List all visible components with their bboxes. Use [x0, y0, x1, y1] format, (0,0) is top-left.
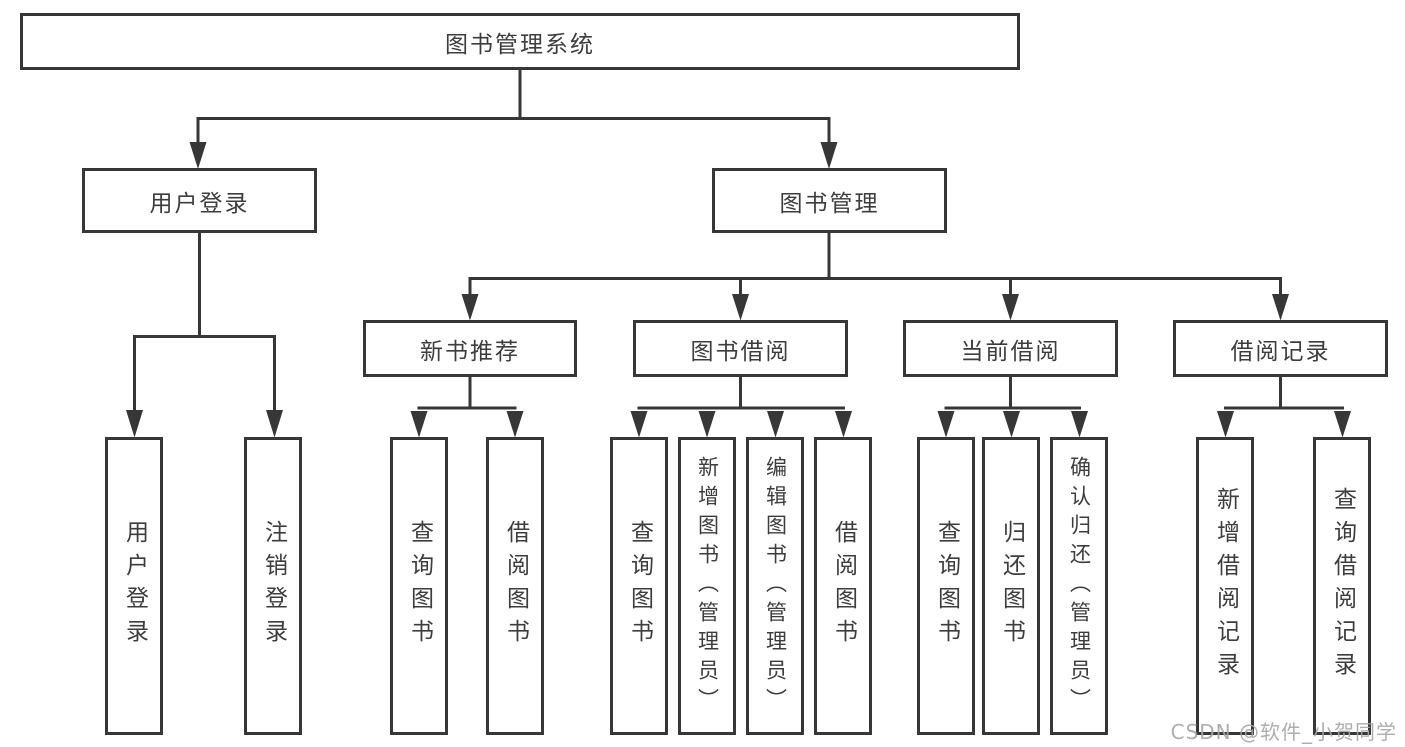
node-borrowing-records: 借阅记录: [1173, 320, 1388, 377]
arrowhead-br-query-record: [1334, 411, 1351, 438]
leaf-cb-return-books: 归还图书: [982, 437, 1040, 735]
arrowhead-br-add-record: [1217, 411, 1234, 438]
node-user-login: 用户登录: [82, 168, 317, 233]
leaf-bb-query-books: 查询图书: [610, 437, 668, 735]
arrowhead-cb-return-books: [1003, 411, 1020, 438]
arrowhead-cb-confirm-return: [1071, 411, 1088, 438]
node-new-book-recommend: 新书推荐: [363, 320, 577, 377]
connector-borrowing-records: [1224, 377, 1344, 410]
node-library-management-system: 图书管理系统: [20, 13, 1020, 70]
arrowhead-to-new-book-recommend: [461, 294, 479, 321]
node-book-management: 图书管理: [712, 168, 947, 233]
leaf-br-query-borrow-record: 查询借阅记录: [1313, 437, 1371, 735]
arrowhead-cb-query-books: [937, 411, 955, 438]
leaf-user-login: 用户登录: [105, 437, 163, 735]
leaf-bb-edit-books-admin: 编辑图书（管理员）: [746, 437, 804, 735]
leaf-bb-add-books-admin: 新增图书（管理员）: [678, 437, 736, 735]
leaf-br-add-borrow-record: 新增借阅记录: [1196, 437, 1254, 735]
node-book-borrowing: 图书借阅: [633, 320, 848, 377]
arrowhead-to-leaf-logout: [266, 410, 283, 438]
connector-current-borrowing: [944, 377, 1081, 410]
connector-new-book-recommend: [417, 377, 517, 410]
leaf-cb-confirm-return-admin: 确认归还（管理员）: [1050, 437, 1108, 735]
arrowhead-to-book-management: [820, 142, 838, 169]
leaf-logout: 注销登录: [244, 437, 302, 735]
arrowhead-to-user-login: [189, 142, 207, 169]
leaf-cb-query-books: 查询图书: [917, 437, 975, 735]
csdn-watermark: CSDN @软件_小贺同学: [1170, 720, 1397, 744]
connector-user-login: [133, 233, 276, 412]
leaf-bb-borrow-books: 借阅图书: [814, 437, 872, 735]
arrowhead-bb-edit-books: [767, 411, 784, 438]
node-current-borrowing: 当前借阅: [903, 320, 1118, 377]
arrowhead-bb-add-books: [698, 411, 716, 438]
arrowhead-to-borrowing-records: [1272, 294, 1289, 321]
arrowhead-bb-query-books: [630, 411, 648, 438]
arrowhead-to-current-borrowing: [1002, 294, 1019, 321]
arrowhead-nbr-query-books: [410, 411, 428, 438]
arrowhead-to-book-borrowing: [732, 294, 749, 321]
arrowhead-bb-borrow-books: [835, 411, 852, 438]
leaf-nbr-query-books: 查询图书: [390, 437, 448, 735]
connector-book-borrowing: [637, 377, 845, 410]
arrowhead-nbr-borrow-books: [506, 411, 524, 438]
connector-root: [196, 70, 831, 144]
leaf-nbr-borrow-books: 借阅图书: [486, 437, 544, 735]
arrowhead-to-leaf-user-login: [126, 410, 143, 438]
connector-book-management: [468, 233, 1282, 297]
